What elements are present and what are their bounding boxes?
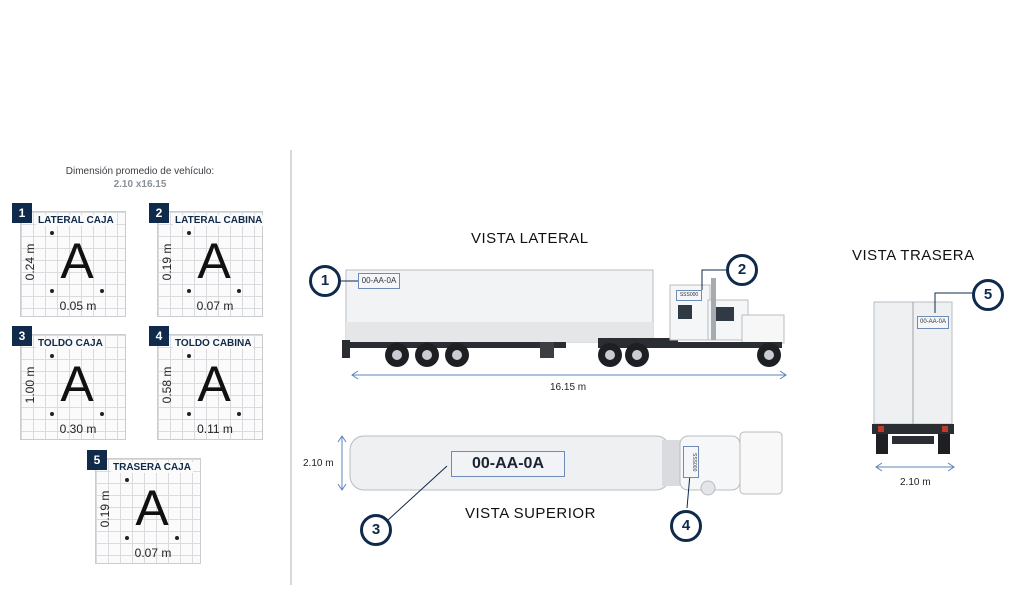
corner-dot xyxy=(187,289,191,293)
length-dimension: 16.15 m xyxy=(550,382,587,393)
corner-dot xyxy=(187,231,191,235)
dimension-value: 2.10 x16.15 xyxy=(113,179,167,190)
corner-dot xyxy=(100,412,104,416)
corner-dot xyxy=(187,354,191,358)
plate-rear-box: 00-AA-0A xyxy=(917,316,949,329)
width-dimension-rear: 2.10 m xyxy=(900,477,931,488)
width-dimension: 0.07 m xyxy=(196,299,234,313)
card-toldo-caja: 3 TOLDO CAJA A 1.00 m 0.30 m xyxy=(12,326,126,440)
view-label-superior: VISTA SUPERIOR xyxy=(465,505,596,522)
card-title: LATERAL CAJA xyxy=(36,215,116,226)
card-trasera-caja: 5 TRASERA CAJA A 0.19 m 0.07 m xyxy=(87,450,201,564)
card-grid xyxy=(20,334,126,440)
callout-3: 3 xyxy=(360,514,392,546)
card-number-badge: 3 xyxy=(12,326,32,346)
panel-divider xyxy=(290,150,292,585)
plate-lateral-cab: SSS000 xyxy=(676,290,702,301)
card-number-badge: 4 xyxy=(149,326,169,346)
card-title: TOLDO CAJA xyxy=(36,338,105,349)
card-lateral-cabina: 2 LATERAL CABINA A 0.19 m 0.07 m xyxy=(149,203,265,317)
width-dimension: 0.07 m xyxy=(134,546,172,560)
width-dimension: 0.30 m xyxy=(59,422,97,436)
corner-dot xyxy=(50,412,54,416)
plate-roof-cab: SSS000 xyxy=(683,446,699,478)
corner-dot xyxy=(50,289,54,293)
corner-dot xyxy=(100,289,104,293)
callout-1: 1 xyxy=(309,265,341,297)
width-dimension: 0.05 m xyxy=(59,299,97,313)
card-number-badge: 1 xyxy=(12,203,32,223)
card-title: TRASERA CAJA xyxy=(111,462,193,473)
callout-5: 5 xyxy=(972,279,1004,311)
card-number-badge: 2 xyxy=(149,203,169,223)
width-dimension-top: 2.10 m xyxy=(303,458,334,469)
dimension-title: Dimensión promedio de vehículo: xyxy=(65,166,215,177)
corner-dot xyxy=(237,412,241,416)
corner-dot xyxy=(187,412,191,416)
corner-dot xyxy=(237,289,241,293)
card-grid xyxy=(157,334,263,440)
sample-letter: A xyxy=(60,356,94,412)
card-lateral-caja: 1 LATERAL CAJA A 0.24 m 0.05 m xyxy=(12,203,126,317)
corner-dot xyxy=(125,478,129,482)
view-label-trasera: VISTA TRASERA xyxy=(852,247,975,264)
card-grid xyxy=(95,458,201,564)
card-number-badge: 5 xyxy=(87,450,107,470)
view-label-lateral: VISTA LATERAL xyxy=(471,230,589,247)
sample-letter: A xyxy=(135,480,169,536)
card-grid xyxy=(157,211,263,317)
corner-dot xyxy=(125,536,129,540)
card-grid xyxy=(20,211,126,317)
sample-letter: A xyxy=(197,233,231,289)
plate-roof-box: 00-AA-0A xyxy=(451,451,565,477)
corner-dot xyxy=(50,231,54,235)
corner-dot xyxy=(175,536,179,540)
sample-letter: A xyxy=(197,356,231,412)
callout-4: 4 xyxy=(670,510,702,542)
sample-letter: A xyxy=(60,233,94,289)
card-toldo-cabina: 4 TOLDO CABINA A 0.58 m 0.11 m xyxy=(149,326,263,440)
card-title: TOLDO CABINA xyxy=(173,338,254,349)
width-dimension: 0.11 m xyxy=(197,422,233,436)
plate-lateral-box: 00-AA-0A xyxy=(358,273,400,289)
card-title: LATERAL CABINA xyxy=(173,215,265,226)
callout-2: 2 xyxy=(726,254,758,286)
corner-dot xyxy=(50,354,54,358)
